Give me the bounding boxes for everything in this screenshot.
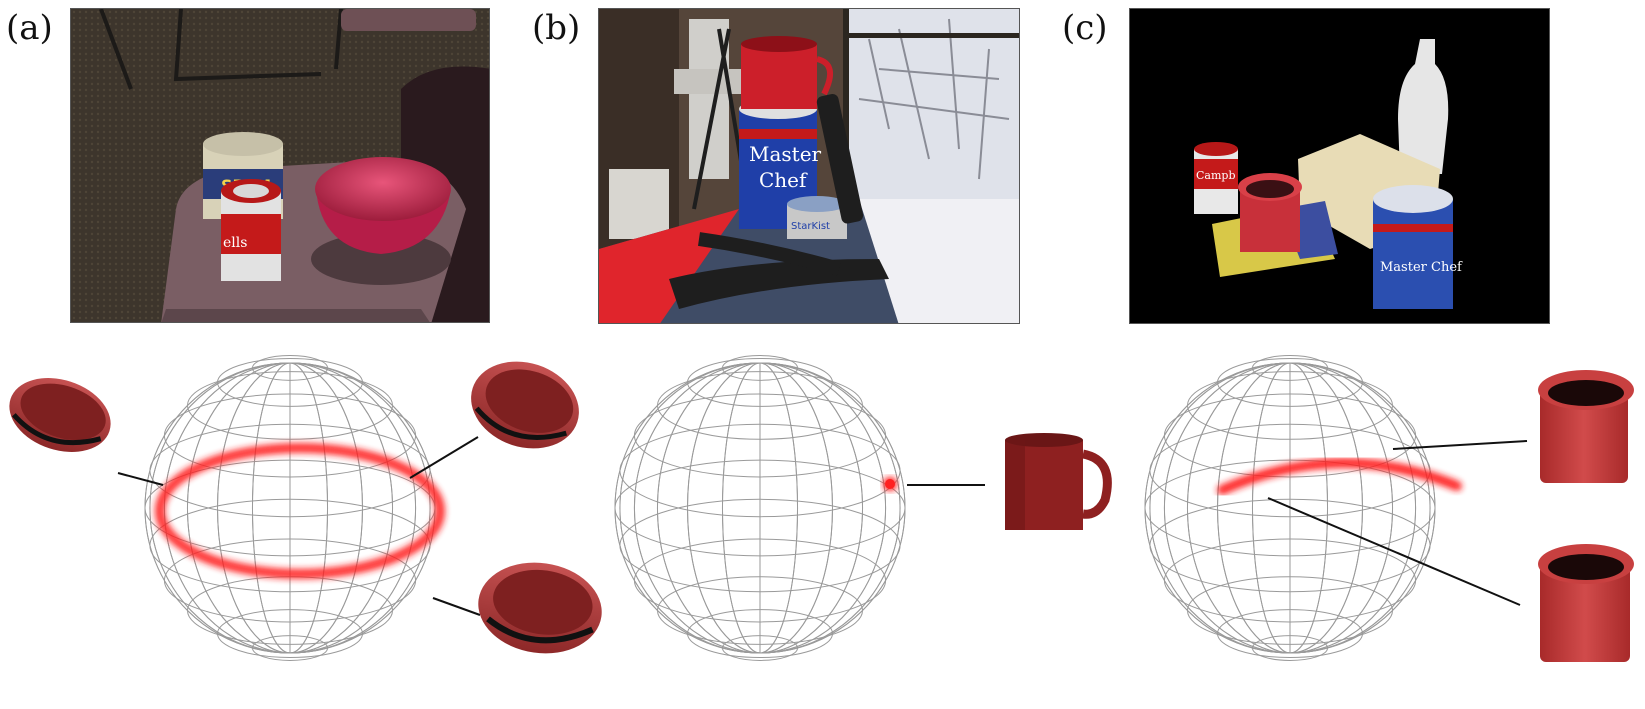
panel-label-c: (c) [1062,8,1108,48]
mug-render [1005,433,1112,530]
pose-arc-highlight [1217,458,1462,495]
cup-render-2 [1538,544,1634,662]
photo-scene-a: SPAM ells [70,8,490,323]
wireframe-sphere-a [144,355,436,661]
pose-ring-highlight [155,443,445,579]
coffee-c-label: Master Chef [1380,260,1463,275]
connector-lines [117,436,1528,616]
soup-c-label: Campb [1196,169,1236,182]
panel-label-a: (a) [6,8,53,48]
wireframe-sphere-c [1144,355,1436,661]
panel-label-b: (b) [532,8,581,48]
bowl-render-1 [9,378,111,452]
soup-label: ells [223,235,247,251]
wireframe-sphere-b [614,355,906,661]
tuna-label: StarKist [791,221,830,232]
bowl-render-2 [471,361,579,449]
cup-render-1 [1538,370,1634,483]
coffee-label-1: Master [749,142,822,166]
coffee-label-2: Chef [759,168,808,192]
photo-scene-c: Campb Master Chef [1129,8,1550,324]
photo-scene-b: Master Chef StarKist [598,8,1020,324]
bowl-render-3 [478,562,602,654]
